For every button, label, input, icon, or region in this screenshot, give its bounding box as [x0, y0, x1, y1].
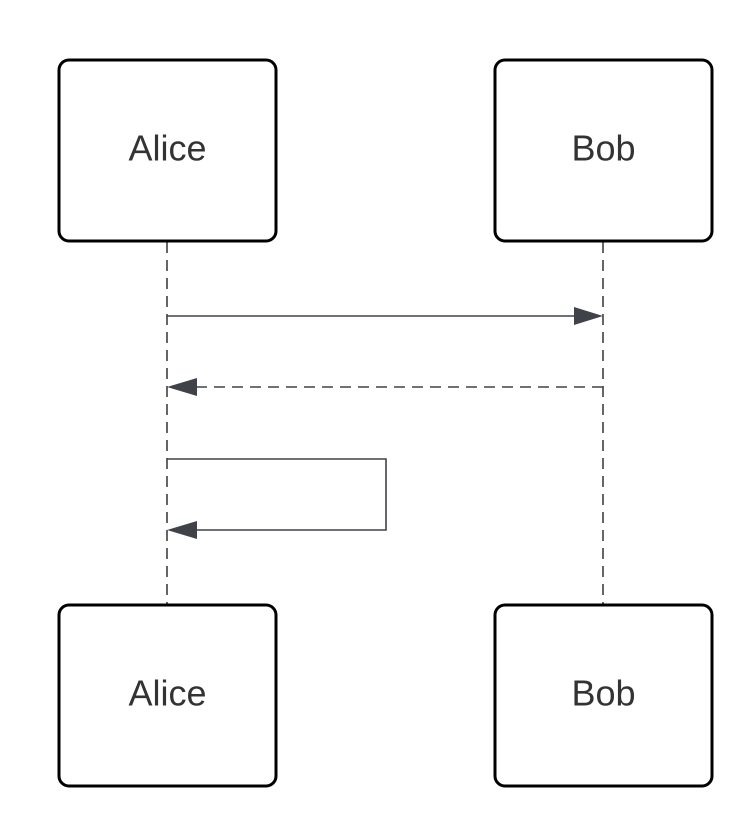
- arrowhead-icon: [167, 378, 197, 396]
- participant-bob-bottom: Bob: [493, 603, 714, 788]
- message-alice-to-bob: [167, 307, 603, 325]
- participant-bob-top: Bob: [493, 58, 714, 243]
- participant-label: Alice: [128, 673, 206, 714]
- participant-alice-top: Alice: [57, 58, 278, 243]
- participant-label: Bob: [571, 128, 635, 169]
- arrowhead-icon: [167, 521, 197, 539]
- message-bob-to-alice: [167, 378, 603, 396]
- participant-box: [57, 58, 278, 243]
- participant-label: Alice: [128, 128, 206, 169]
- message-alice-self: [167, 458, 387, 539]
- participant-label: Bob: [571, 673, 635, 714]
- arrowhead-icon: [574, 307, 603, 325]
- participant-alice-bottom: Alice: [57, 603, 278, 788]
- message-line: [167, 458, 387, 531]
- participant-box: [493, 603, 714, 788]
- participant-box: [493, 58, 714, 243]
- participant-box: [57, 603, 278, 788]
